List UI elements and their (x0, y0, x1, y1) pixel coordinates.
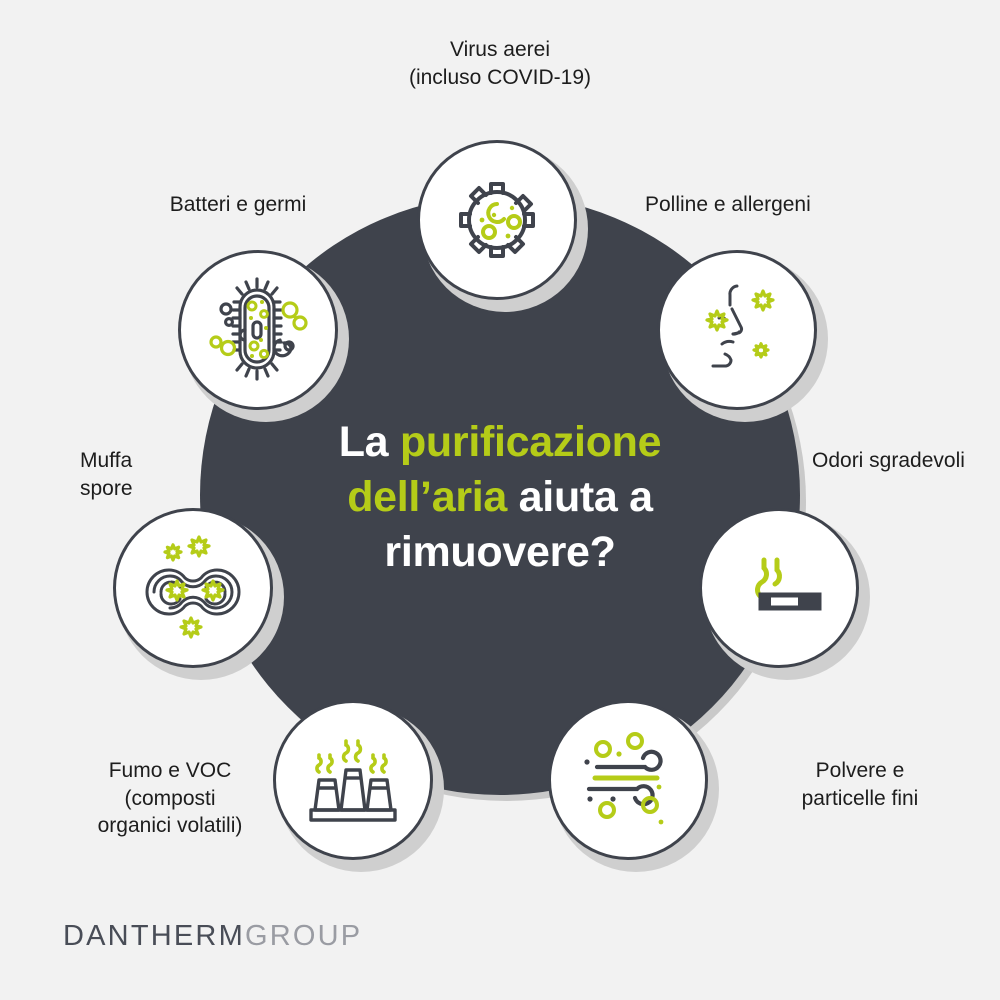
page-title: La purificazione dell’aria aiuta a rimuo… (265, 415, 735, 580)
label-dust: Polvere e particelle fini (801, 759, 919, 810)
node-disc (548, 700, 708, 860)
headline-part-3: aiuta a rimuovere? (384, 473, 653, 577)
label-smoke: Fumo e VOC (composti organici volatili) (97, 759, 243, 838)
logo-sub: GROUP (244, 920, 363, 952)
headline-accent: purificazione dell’aria (347, 418, 662, 522)
node-dust[interactable] (548, 700, 719, 872)
node-disc (273, 700, 433, 860)
label-mold: Muffa spore (80, 449, 133, 500)
virus-icon (459, 182, 535, 258)
node-disc (699, 508, 859, 668)
label-virus: Virus aerei (incluso COVID-19) (408, 38, 592, 89)
wind-dust-icon (584, 732, 664, 825)
node-smoke[interactable] (273, 700, 444, 872)
node-pollen[interactable] (657, 250, 828, 422)
logo-brand: DANTHERM (63, 920, 245, 952)
node-bacteria[interactable] (178, 250, 349, 422)
factory-smoke-icon (309, 739, 397, 822)
node-disc (178, 250, 338, 410)
node-virus[interactable] (417, 140, 588, 312)
dantherm-group-logo: DANTHERMGROUP (63, 920, 362, 953)
node-disc (113, 508, 273, 668)
headline-part-1: La (338, 418, 400, 466)
label-odour: Odori sgradevoli (812, 449, 965, 472)
cigarette-icon (755, 557, 822, 611)
node-disc (417, 140, 577, 300)
label-bacteria: Batteri e germi (169, 193, 307, 216)
pollen-face-icon (705, 284, 775, 368)
bacteria-icon (209, 277, 308, 381)
node-odour[interactable] (699, 508, 870, 680)
node-mold[interactable] (113, 508, 284, 680)
mold-spore-icon (145, 535, 241, 639)
node-disc (657, 250, 817, 410)
label-pollen: Polline e allergeni (645, 193, 811, 216)
